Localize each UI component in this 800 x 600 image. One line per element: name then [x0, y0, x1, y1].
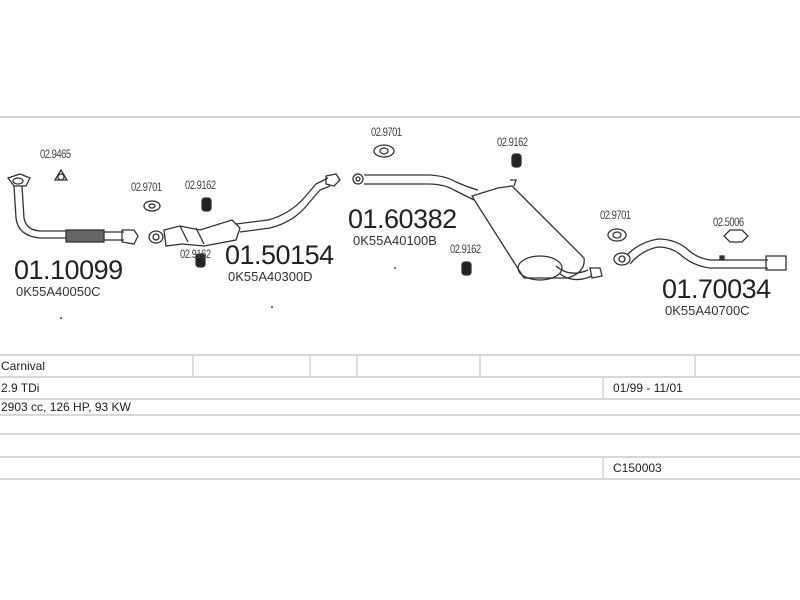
- system-code: C150003: [613, 461, 662, 475]
- column-divider: [356, 356, 358, 376]
- table-row-engine: 2.9 TDi 01/99 - 11/01: [0, 376, 800, 398]
- part-number-label[interactable]: 01.50154: [225, 240, 334, 270]
- exhaust-diagram: 02.9465 01.10099 0K55A40050C 02.9701 02.…: [0, 118, 800, 354]
- accessory-label: 02.9162: [497, 137, 528, 149]
- part-number-label[interactable]: 01.10099: [14, 255, 123, 285]
- marker-dot: [271, 306, 273, 308]
- accessory-label: 02.5006: [713, 217, 744, 229]
- part-number-label[interactable]: 01.70034: [662, 274, 771, 304]
- table-row-specs: 2903 cc, 126 HP, 93 KW: [0, 398, 800, 414]
- top-divider: [0, 116, 800, 118]
- gasket-02-9465-drawing: [53, 168, 69, 181]
- accessory-label: 02.9701: [371, 127, 402, 139]
- column-divider: [309, 356, 311, 376]
- oe-number-label: 0K55A40700C: [665, 303, 750, 318]
- table-row-empty: [0, 433, 800, 456]
- accessory-label: 02.9162: [180, 249, 211, 261]
- vehicle-model: Carnival: [1, 359, 46, 373]
- table-row-code: C150003: [0, 456, 800, 480]
- column-divider: [694, 356, 696, 376]
- column-divider: [479, 356, 481, 376]
- marker-dot: [394, 267, 396, 269]
- marker-dot: [60, 317, 62, 319]
- accessory-label: 02.9701: [131, 182, 162, 194]
- vehicle-specs: 2903 cc, 126 HP, 93 KW: [1, 400, 131, 414]
- hanger-02-9162-drawing: [195, 197, 212, 268]
- catalyst-pipe-drawing: [143, 173, 341, 247]
- vehicle-info-table: Carnival 2.9 TDi 01/99 - 11/01 2903 cc, …: [0, 354, 800, 480]
- table-row-empty: [0, 414, 800, 433]
- accessory-label: 02.9465: [40, 149, 71, 161]
- tail-pipe-drawing: [607, 228, 787, 271]
- front-pipe-drawing: [6, 173, 139, 245]
- column-divider: [192, 356, 194, 376]
- accessory-label: 02.9701: [600, 210, 631, 222]
- production-period: 01/99 - 11/01: [613, 381, 683, 395]
- column-divider: [602, 458, 604, 478]
- exhaust-drawing: [6, 144, 787, 319]
- oe-number-label: 0K55A40050C: [16, 284, 101, 299]
- middle-silencer-drawing: [352, 144, 603, 281]
- vehicle-engine: 2.9 TDi: [1, 381, 40, 395]
- oe-number-label: 0K55A40100B: [353, 233, 437, 248]
- accessory-label: 02.9162: [185, 180, 216, 192]
- oe-number-label: 0K55A40300D: [228, 269, 313, 284]
- accessory-label: 02.9162: [450, 244, 481, 256]
- table-row-model: Carnival: [0, 354, 800, 376]
- part-number-label[interactable]: 01.60382: [348, 204, 457, 234]
- column-divider: [602, 378, 604, 398]
